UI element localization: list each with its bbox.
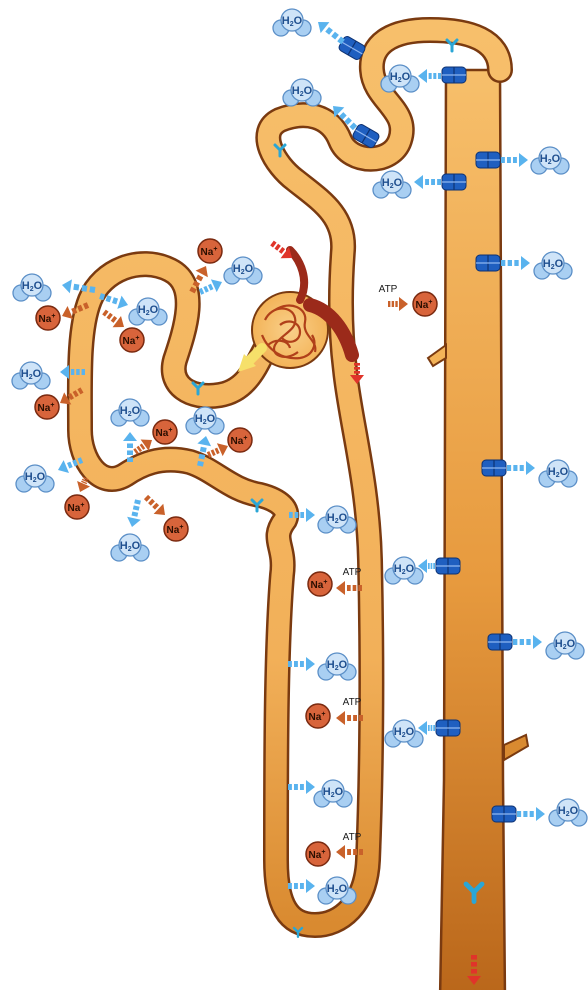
sodium-arrow-icon (208, 443, 228, 456)
water-arrow-icon (200, 279, 222, 292)
water-molecule-icon: H2O (546, 632, 584, 659)
atp-label: ATP (343, 697, 362, 708)
water-molecule-icon: H2O (16, 465, 54, 492)
water-molecule-icon: H2O (318, 506, 356, 533)
sodium-ion-icon: Na+ (306, 842, 330, 866)
collecting-duct (428, 70, 528, 990)
water-molecule-icon: H2O (111, 534, 149, 561)
sodium-ion-icon: Na+ (153, 420, 177, 444)
aquaporin-channel-icon (488, 634, 512, 650)
sodium-ion-icon: Na+ (120, 328, 144, 352)
water-arrow-icon (318, 22, 343, 42)
water-arrow-icon (288, 780, 315, 794)
sodium-ion-icon: Na+ (308, 572, 332, 596)
water-molecule-icon: H2O (385, 720, 423, 747)
nephron-tubule (80, 30, 500, 925)
aquaporin-channel-icon (442, 67, 466, 83)
aquaporin-channel-icon (436, 558, 460, 574)
water-molecule-icon: H2O (12, 362, 50, 389)
sodium-ion-icon: Na+ (35, 395, 59, 419)
water-arrow-icon (501, 153, 528, 167)
sodium-ion-icon: Na+ (306, 704, 330, 728)
water-molecule-icon: H2O (318, 653, 356, 680)
water-molecule-icon: H2O (129, 298, 167, 325)
water-arrow-icon (418, 69, 441, 83)
sodium-arrow-icon (146, 497, 165, 515)
sodium-arrow-icon (388, 297, 408, 311)
water-molecule-icon: H2O (385, 557, 423, 584)
sodium-arrow-icon (104, 312, 124, 327)
sodium-ion-icon: Na+ (36, 306, 60, 330)
water-molecule-icon: H2O (318, 877, 356, 904)
water-arrow-icon (517, 807, 545, 821)
water-arrow-icon (513, 635, 542, 649)
atp-label: ATP (343, 832, 362, 843)
water-molecule-icon: H2O (186, 407, 224, 434)
sodium-arrow-icon (77, 478, 90, 492)
atp-label: ATP (379, 284, 398, 295)
atp-label: ATP (343, 567, 362, 578)
water-molecule-icon: H2O (381, 65, 419, 92)
flow-arrow-icon (272, 243, 292, 258)
water-molecule-icon: H2O (224, 257, 262, 284)
sodium-ion-icon: Na+ (413, 292, 437, 316)
water-molecule-icon: H2O (13, 274, 51, 301)
water-molecule-icon: H2O (539, 460, 577, 487)
water-molecule-icon: H2O (314, 780, 352, 807)
water-arrow-icon (127, 500, 141, 527)
water-molecule-icon: H2O (373, 171, 411, 198)
water-arrow-icon (288, 657, 315, 671)
aquaporin-channel-icon (442, 174, 466, 190)
water-molecule-icon: H2O (534, 252, 572, 279)
water-molecule-icon: H2O (531, 147, 569, 174)
sodium-ion-icon: Na+ (228, 428, 252, 452)
water-arrow-icon (501, 256, 530, 270)
water-molecule-icon: H2O (283, 79, 321, 106)
water-molecule-icon: H2O (111, 399, 149, 426)
sodium-ion-icon: Na+ (164, 517, 188, 541)
sodium-ion-icon: Na+ (198, 239, 222, 263)
water-arrow-icon (414, 175, 441, 189)
water-arrow-icon (507, 461, 535, 475)
aquaporin-channel-icon (436, 720, 460, 736)
aquaporin-channel-icon (492, 806, 516, 822)
sodium-ion-icon: Na+ (65, 495, 89, 519)
aquaporin-channel-icon (482, 460, 506, 476)
water-arrow-icon (288, 879, 315, 893)
aquaporin-channel-icon (476, 152, 500, 168)
water-molecule-icon: H2O (549, 799, 587, 826)
water-molecule-icon: H2O (273, 9, 311, 36)
aquaporin-channel-icon (476, 255, 500, 271)
